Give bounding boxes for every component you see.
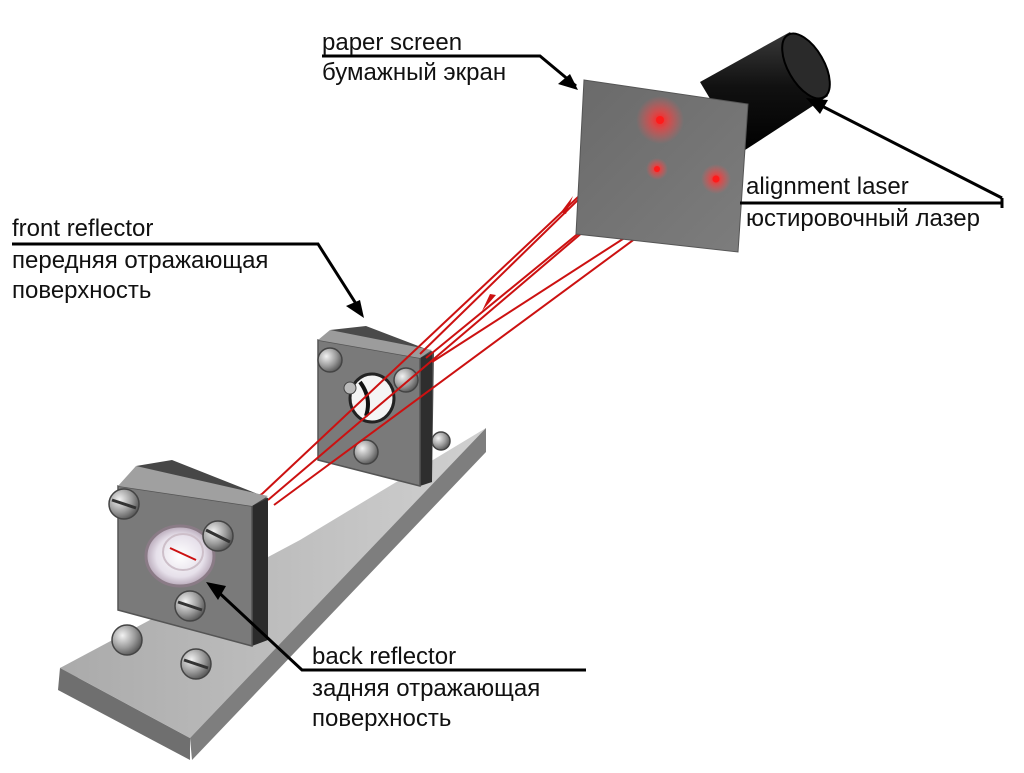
leader-back-reflector [212, 586, 586, 672]
label-front-reflector-ru-2: поверхность [12, 277, 151, 304]
label-back-reflector-ru-2: поверхность [312, 705, 451, 732]
leader-laser [813, 100, 1003, 200]
label-back-reflector-en: back reflector [312, 643, 456, 670]
beam-arrow-down [482, 294, 496, 311]
base-screw-front-right [180, 648, 212, 680]
label-back-reflector-ru-1: задняя отражающая [312, 675, 540, 702]
front-reflector-screw-small [343, 381, 357, 395]
front-reflector-screw-tr [393, 367, 419, 393]
base-rail-top [60, 428, 486, 738]
label-front-reflector-en: front reflector [12, 215, 153, 242]
label-front-reflector-ru-1: передняя отражающая [12, 247, 268, 274]
label-paper-screen-ru: бумажный экран [322, 59, 506, 86]
back-reflector [108, 460, 268, 647]
leader-paper-screen [322, 54, 577, 88]
front-reflector-screw-tl [317, 347, 343, 373]
laser-end-cap [781, 32, 831, 100]
base-screw-back [431, 431, 451, 451]
label-alignment-laser-ru: юстировочный лазер [746, 205, 980, 232]
base-rail-side [190, 428, 486, 760]
beam-arrow-up [561, 196, 573, 214]
back-reflector-edge [252, 498, 268, 646]
base-rail-front-edge [58, 668, 190, 760]
leader-lines [12, 54, 1004, 672]
label-paper-screen-en: paper screen [322, 29, 462, 56]
front-reflector-top [318, 330, 432, 358]
leader-front-reflector [12, 242, 362, 311]
back-reflector-lens [144, 524, 216, 588]
paper-screen [575, 79, 749, 253]
labels: paper screen бумажный экран alignment la… [12, 29, 980, 732]
label-alignment-laser-en: alignment laser [746, 173, 909, 200]
front-reflector-edge [420, 352, 432, 486]
base-screw-front-left [111, 624, 143, 656]
back-reflector-top [118, 466, 268, 506]
front-reflector-screw-bottom [353, 439, 379, 465]
